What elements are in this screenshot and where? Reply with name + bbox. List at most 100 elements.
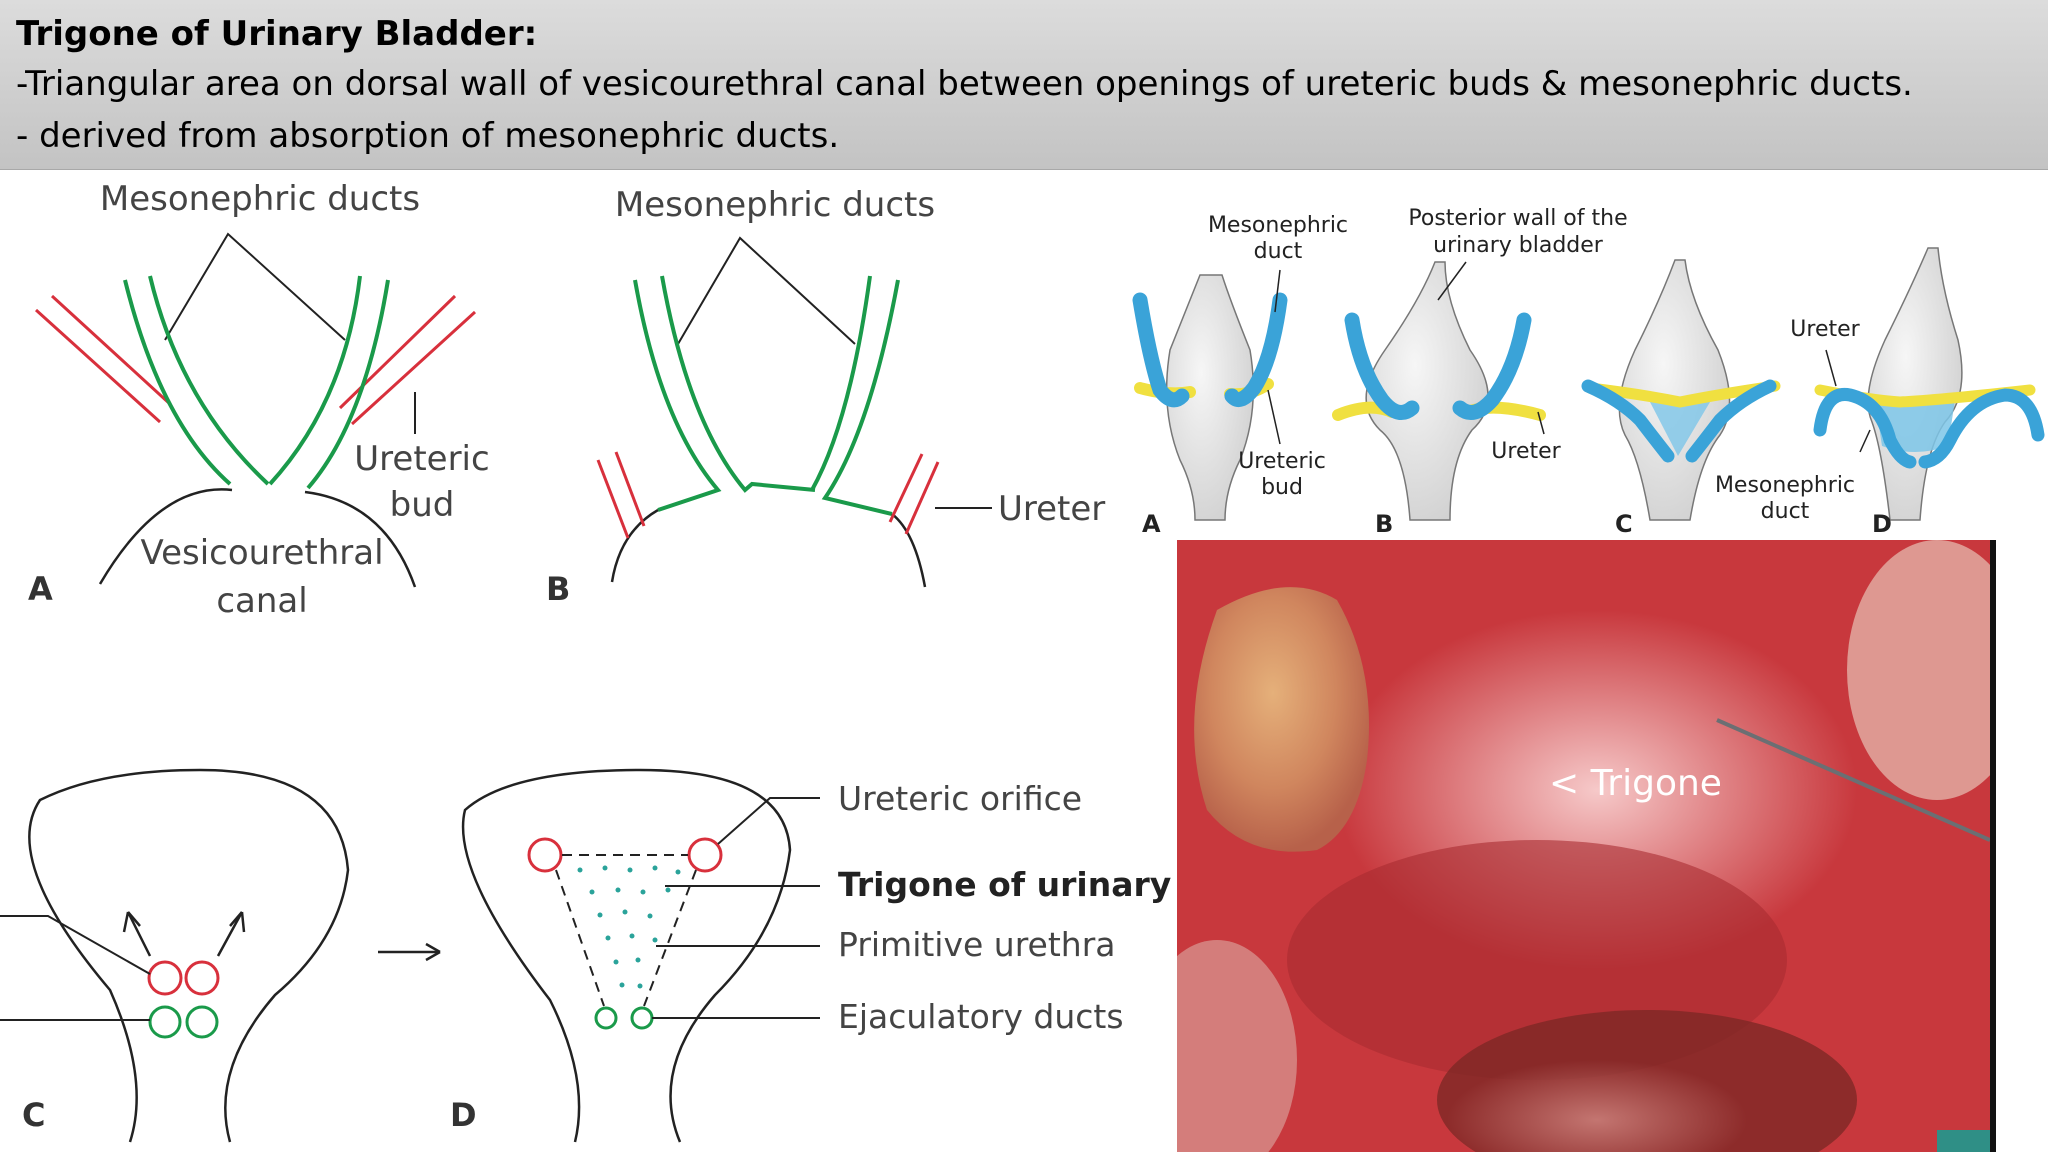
transition-arrowhead [425,942,441,962]
pointer-mesonephric-d [1859,429,1871,453]
photo-drape [1937,1130,1990,1152]
colored-letter-b: B [1375,510,1393,538]
label-posterior-wall-2: urinary bladder [1433,233,1604,258]
photo-right-tissue [1847,540,1990,800]
photo-illustration: < Trigone [1177,540,1990,1152]
bladder-a-shape [1165,274,1255,521]
panel-a-pointer-lines [164,232,346,341]
panel-c-arrowhead-left [122,911,141,933]
bullet-line-2: - derived from absorption of mesonephric… [16,116,840,156]
photo-probe [1716,718,1990,842]
panel-d-trigone-dots [577,865,681,989]
panel-c-duct-orifice-left [148,1005,182,1039]
panel-d-bladder-outline [461,768,792,1143]
panel-b-ureter-label: Ureter [998,489,1105,529]
panel-b-mesonephric-label: Mesonephric ducts [615,185,935,225]
panel-b-ureter-left-outer [596,459,630,539]
label-mesonephric-duct-1: Mesonephric [1208,213,1348,238]
panel-d-trigone-left-edge [555,869,605,1007]
label-ureter-d: Ureter [1790,317,1860,342]
trigone-photo: < Trigone [1177,540,1996,1152]
panel-d-ureteric-orifice-right [687,837,723,873]
bladder-b-shape [1365,261,1489,521]
bladder-d-duct-right [1918,388,2045,469]
pointer-posterior-wall [1437,261,1467,301]
panel-b-ureter-right-inner [888,453,924,523]
panel-c-duct-orifice-right [185,1005,219,1039]
panel-a-duct-left-outer [123,279,232,486]
panel-c-bladder-outline [28,768,350,1143]
pointer-ureter-b [1537,411,1545,435]
panel-b-duct-right-inner [810,275,872,491]
panel-b-duct-right-outer [821,279,900,516]
panel-d-ejaculatory-ducts-label: Ejaculatory ducts [838,997,1124,1036]
colored-letter-a: A [1142,510,1161,538]
colored-letter-d: D [1872,510,1892,538]
panel-b-duct-left-outer [633,279,722,512]
bladder-b-duct-right [1452,312,1532,420]
label-posterior-wall-1: Posterior wall of the [1408,206,1627,231]
bladder-b-duct-left [1344,312,1420,420]
panel-a-mesonephric-label: Mesonephric ducts [100,179,420,219]
panel-c-ureteric-orifice-left [147,960,183,996]
panel-a-ureteric-label-1: Ureteric [354,439,489,479]
diagram-ab: Mesonephric ducts Ureteric bud Vesicoure… [28,179,1105,621]
bladder-c-trigone [1650,402,1710,456]
panel-b: Mesonephric ducts Ureter B [546,185,1105,608]
panel-b-pointer-lines [677,236,856,345]
panel-d-duct-orifice-left [594,1006,618,1030]
panel-d-ureteric-orifice-left [527,837,563,873]
panel-c: C [0,768,350,1143]
panel-a-ureteric-bud-left-outer [34,308,162,424]
panel-a: Mesonephric ducts Ureteric bud Vesicoure… [28,179,490,621]
panel-b-ureter-left-inner [614,451,646,527]
photo-trigone-label: < Trigone [1549,763,1722,804]
pointer-ureteric-bud [1267,389,1281,445]
label-mesonephric-d-2: duct [1761,499,1810,524]
panel-a-ureteric-bud-right-inner [338,294,457,410]
pointer-mesonephric-duct [1274,269,1281,313]
colored-bladder-diagram: Mesonephric duct Posterior wall of the u… [1132,206,2045,538]
panel-a-canal-label-2: canal [216,581,307,621]
panel-a-ureteric-label-2: bud [390,485,455,525]
panel-a-duct-left-inner [148,275,270,486]
diagram-cd: C Ureteric [0,768,1177,1143]
panel-b-canal-right [891,513,927,588]
label-ureteric-bud-2: bud [1261,475,1303,500]
panel-a-letter: A [28,570,53,608]
panel-d-trigone-right-edge [643,869,697,1007]
bladder-c-shape [1618,259,1731,521]
panel-a-canal-outline [98,488,417,588]
panel-c-arrow-left [126,911,152,957]
bullet-line-1: -Triangular area on dorsal wall of vesic… [16,64,1913,104]
panel-b-canal-left [610,508,659,583]
panel-b-duct-left-inner [660,275,816,493]
panel-c-pointer-top [0,915,151,975]
panel-d-trigone-label: Trigone of urinary b [838,865,1177,904]
panel-c-letter: C [22,1096,45,1134]
bladder-c-duct-left [1581,379,1675,463]
panel-a-canal-label-1: Vesicourethral [140,533,383,573]
bladder-c-ureters [1584,380,1781,408]
bladder-c-duct-right [1685,379,1777,463]
panel-d: Ureteric orifice Trigone of urinary b Pr… [450,768,1177,1143]
panel-d-letter: D [450,1096,477,1134]
panel-c-arrowhead-right [229,911,246,933]
panel-d-duct-orifice-right [630,1006,654,1030]
photo-tumor [1194,587,1369,852]
panel-d-pointer-orifice [717,797,820,845]
bladder-a-duct-right [1224,292,1288,408]
bladder-d-duct-left [1813,387,1917,469]
label-mesonephric-duct-2: duct [1254,239,1303,264]
photo-lower-tissue [1447,1060,1747,1152]
header-banner: Trigone of Urinary Bladder: -Triangular … [0,0,2048,170]
panel-b-letter: B [546,570,570,608]
panel-b-ureter-right-outer [904,461,940,535]
label-mesonephric-d-1: Mesonephric [1715,473,1855,498]
panel-a-duct-right-inner [268,275,362,486]
colored-letter-c: C [1615,510,1633,538]
label-ureter-b: Ureter [1491,439,1561,464]
bladder-d-shape [1867,247,1963,521]
panel-a-duct-right-outer [306,279,390,490]
